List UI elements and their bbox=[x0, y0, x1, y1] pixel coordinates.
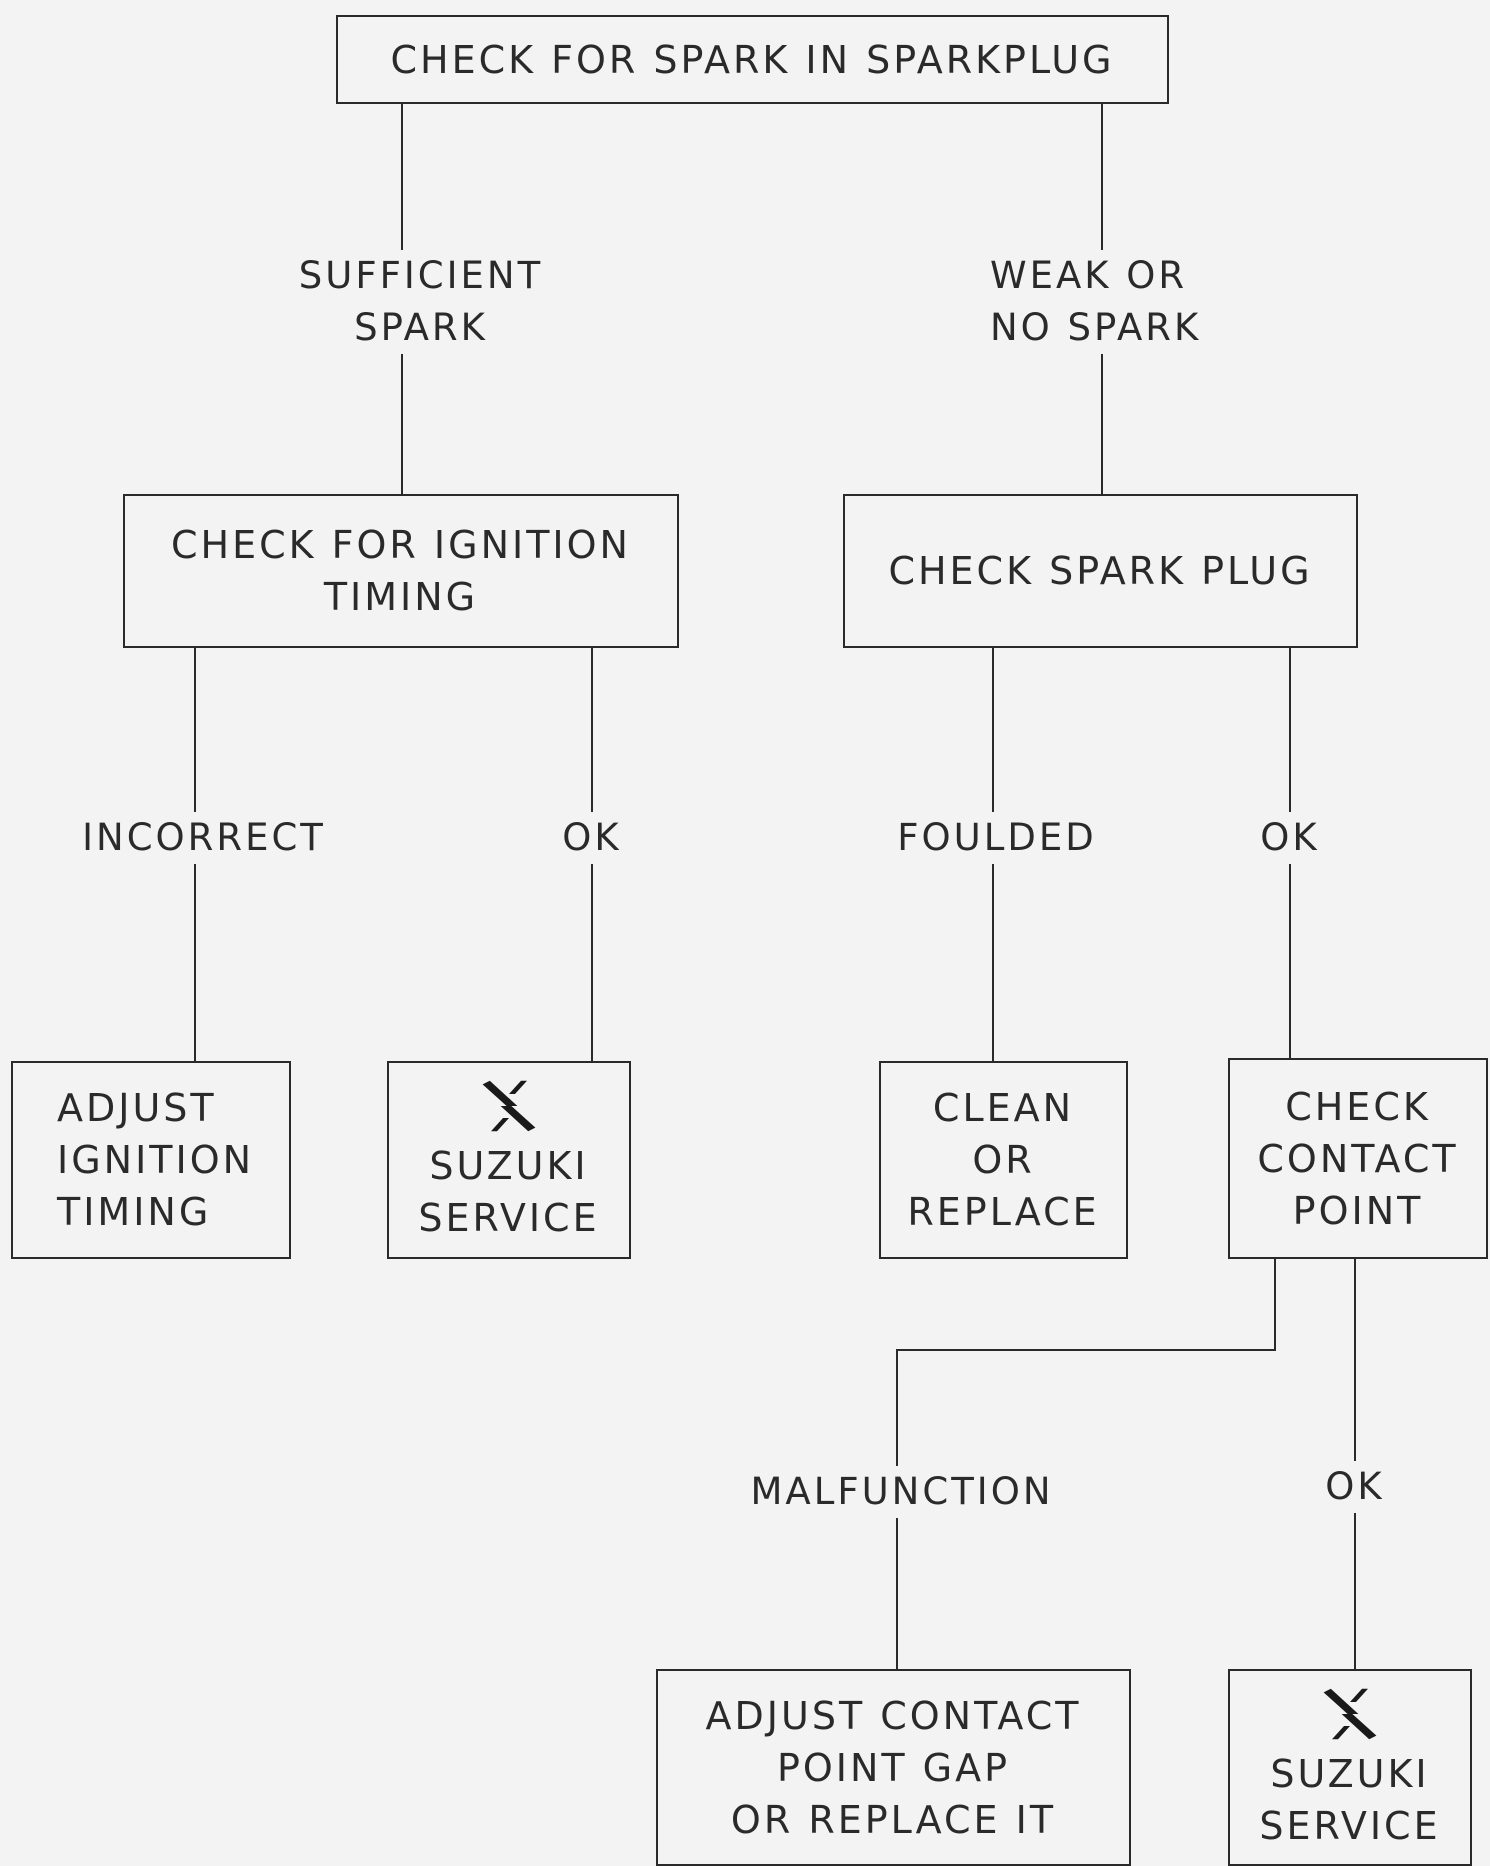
edge-label-ok-plug: OK bbox=[1253, 812, 1327, 864]
node-adjust-contact-point-text: ADJUST CONTACT POINT GAP OR REPLACE IT bbox=[705, 1693, 1082, 1842]
suzuki-logo-icon bbox=[1323, 1688, 1377, 1739]
node-clean-or-replace: CLEAN OR REPLACE bbox=[879, 1061, 1128, 1259]
edge-label-sufficient-spark: SUFFICIENT SPARK bbox=[286, 250, 556, 354]
node-check-ignition-timing: CHECK FOR IGNITION TIMING bbox=[123, 494, 679, 648]
edge-label-weak-or-no-spark: WEAK OR NO SPARK bbox=[990, 250, 1250, 354]
node-check-contact-point: CHECK CONTACT POINT bbox=[1228, 1058, 1488, 1259]
node-suzuki-service-2-text: SUZUKI SERVICE bbox=[1259, 1751, 1441, 1848]
node-suzuki-service-1-text: SUZUKI SERVICE bbox=[418, 1144, 600, 1240]
node-adjust-contact-point: ADJUST CONTACT POINT GAP OR REPLACE IT bbox=[656, 1669, 1131, 1866]
node-adjust-ignition-timing-text: ADJUST IGNITION TIMING bbox=[57, 1086, 255, 1234]
node-suzuki-service-2: SUZUKI SERVICE bbox=[1228, 1669, 1472, 1866]
node-check-contact-point-text: CHECK CONTACT POINT bbox=[1257, 1084, 1459, 1233]
node-clean-or-replace-text: CLEAN OR REPLACE bbox=[907, 1086, 1100, 1234]
node-check-spark: CHECK FOR SPARK IN SPARKPLUG bbox=[336, 15, 1169, 104]
edge-label-ok-contact: OK bbox=[1318, 1461, 1392, 1513]
node-suzuki-service-1: SUZUKI SERVICE bbox=[387, 1061, 631, 1259]
edge-malfunction-line bbox=[896, 1259, 1276, 1669]
node-check-ignition-timing-text: CHECK FOR IGNITION TIMING bbox=[171, 523, 631, 619]
node-check-spark-text: CHECK FOR SPARK IN SPARKPLUG bbox=[390, 37, 1115, 82]
edge-label-incorrect: INCORRECT bbox=[80, 812, 328, 864]
edge-label-ok-timing: OK bbox=[555, 812, 629, 864]
node-check-spark-plug: CHECK SPARK PLUG bbox=[843, 494, 1358, 648]
edge-label-fouled: FOULDED bbox=[897, 812, 1097, 864]
edge-label-malfunction: MALFUNCTION bbox=[745, 1466, 1059, 1518]
suzuki-logo-icon bbox=[482, 1080, 536, 1132]
node-adjust-ignition-timing: ADJUST IGNITION TIMING bbox=[11, 1061, 291, 1259]
node-check-spark-plug-text: CHECK SPARK PLUG bbox=[888, 549, 1313, 593]
